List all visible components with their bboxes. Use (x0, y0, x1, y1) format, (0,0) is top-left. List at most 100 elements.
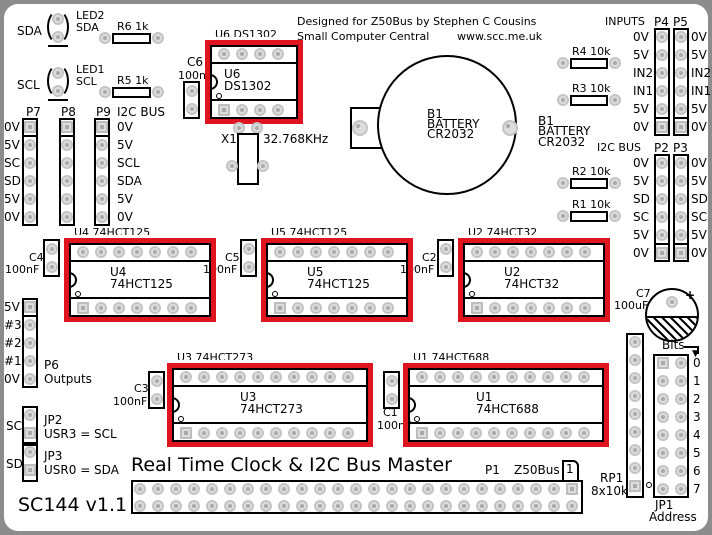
resistor-label: R1 10k (572, 198, 611, 211)
chip-u4-highlight (64, 238, 216, 322)
p9-pin-label: 5V (117, 138, 133, 152)
p3-pin-label: 0V (691, 246, 707, 260)
pad (629, 408, 641, 420)
pad (24, 211, 36, 223)
pad (656, 31, 668, 43)
pad (131, 246, 143, 258)
pad (422, 500, 434, 512)
jp1-ref: JP1 (655, 498, 674, 512)
square-pad (675, 247, 687, 259)
pad (96, 157, 108, 169)
pad (46, 261, 58, 273)
pad (99, 32, 111, 44)
pad (452, 427, 464, 439)
pad (548, 500, 560, 512)
pad (243, 243, 255, 255)
inputs-label: INPUTS (605, 15, 645, 28)
chip-u5-pin1-dot (272, 291, 278, 297)
header-p3 (673, 154, 689, 262)
c1-value: 100nF (377, 419, 412, 432)
c1-label: C1 (383, 406, 398, 419)
chip-u4-ref: U4 (110, 265, 127, 279)
pad (149, 246, 161, 258)
chip-u4-divider (69, 297, 211, 299)
p2-pin-label: SD (633, 192, 650, 206)
pad (609, 210, 621, 222)
led-side-label: SDA (76, 21, 99, 34)
pad (494, 483, 506, 495)
p9-pin-label: SCL (117, 156, 140, 170)
p7-pin-label: SC (4, 156, 20, 170)
pad (346, 302, 358, 314)
square-pad (96, 121, 108, 133)
pad (422, 483, 434, 495)
pad (46, 243, 58, 255)
pad (306, 371, 318, 383)
chip-u1-top-label: U1 74HCT688 (413, 351, 490, 364)
pad (242, 483, 254, 495)
p1-name: Z50Bus (514, 463, 560, 477)
pad (186, 85, 198, 97)
pad (657, 393, 669, 405)
pad (548, 483, 560, 495)
pad (350, 483, 362, 495)
pad (324, 427, 336, 439)
pad (234, 371, 246, 383)
p4-pin-label: 0V (633, 30, 649, 44)
p5-pin-label: IN1 (691, 84, 712, 98)
p2-pin-label: 0V (633, 156, 649, 170)
pad (52, 85, 64, 97)
square-pad (656, 121, 668, 133)
resistor-body (112, 87, 151, 98)
pad (24, 355, 36, 367)
square-pad (24, 301, 36, 313)
p6-ref: P6 (44, 358, 59, 372)
square-pad (675, 121, 687, 133)
p5-label: P5 (673, 15, 688, 29)
pad (675, 175, 687, 187)
pad (629, 354, 641, 366)
pad (134, 483, 146, 495)
c7-value: 100uF (614, 299, 649, 312)
c3-value: 100nF (113, 395, 148, 408)
pad (675, 193, 687, 205)
pad (656, 211, 668, 223)
pad (579, 302, 591, 314)
p4-pin-label: IN2 (633, 66, 654, 80)
pad (278, 500, 290, 512)
square-pad (61, 121, 73, 133)
pad (216, 427, 228, 439)
pad (243, 261, 255, 273)
pad (386, 393, 398, 405)
led-outline-icon (47, 10, 69, 44)
square-pad (180, 427, 192, 439)
pad (476, 500, 488, 512)
jp1-bit-label: 4 (693, 428, 701, 442)
c2-label: C2 (422, 251, 437, 264)
c4-label: C4 (29, 251, 44, 264)
p9-pin-label: 5V (117, 192, 133, 206)
p3-pin-label: 0V (691, 156, 707, 170)
resistor-label: R5 1k (117, 74, 149, 87)
pad (386, 375, 398, 387)
pad (657, 411, 669, 423)
pad (488, 427, 500, 439)
pad (218, 48, 230, 60)
chip-u5-part: 74HCT125 (307, 277, 370, 291)
jp1-bits-label: Bits (662, 338, 685, 352)
pad (151, 375, 163, 387)
battery-part: CR2032 (427, 127, 475, 141)
pad (675, 31, 687, 43)
pad (310, 246, 322, 258)
jp1-bit-label: 2 (693, 392, 701, 406)
pad (332, 483, 344, 495)
p7-pin-label: 5V (4, 192, 20, 206)
rp1-value: 8x10k (591, 484, 628, 498)
pad (368, 500, 380, 512)
pad (675, 103, 687, 115)
pad (252, 427, 264, 439)
pad (328, 246, 340, 258)
resistor-body (570, 178, 608, 189)
pad (524, 427, 536, 439)
pad (314, 483, 326, 495)
